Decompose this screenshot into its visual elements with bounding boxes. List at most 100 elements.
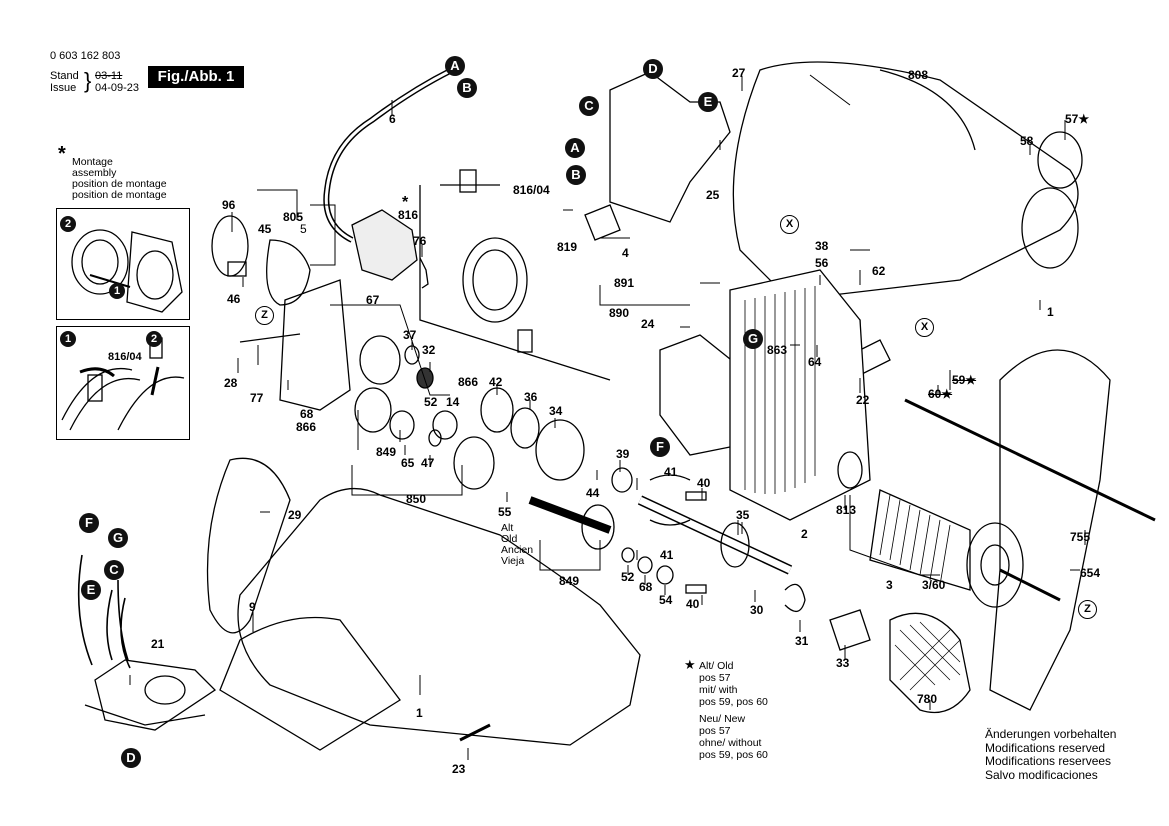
gear-housing-drawing [279,279,351,411]
part-654: 654 [1080,566,1101,580]
assembly-note-fr: position de montage [72,178,167,190]
part-64: 64 [808,355,822,369]
part-891: 891 [614,276,635,290]
part-780: 780 [917,692,938,706]
connector-e-badge-wire: E [81,580,101,600]
part-850: 850 [406,492,427,506]
brush-insert-inset-drawing [61,337,185,431]
connector-f-badge-wire: F [79,513,99,533]
connector-b-badge-switch: B [566,165,586,185]
inset-bottom-step-1: 1 [60,331,76,347]
legend-new-line-2: ohne/ without [699,737,762,749]
main-housing-drawing [732,61,1079,301]
part-816-star: * [402,194,409,211]
legend-old-line-1: pos 57 [699,672,731,684]
connector-d-badge-wire: D [121,748,141,768]
legend-old-line-3: pos 59, pos 60 [699,696,768,708]
part-1: 1 [1047,305,1054,319]
part-816-04: 816/04 [513,183,550,197]
part-27: 27 [732,66,746,80]
old-note-en: Old [501,533,518,545]
stator-drawing [729,269,871,521]
part-54: 54 [659,593,673,607]
part-805: 805 [283,210,304,224]
part-39: 39 [616,447,630,461]
brush-holder-inset-drawing [71,229,183,313]
part-37: 37 [403,328,417,342]
part-33: 33 [836,656,850,670]
connector-c-badge-wire: C [104,560,124,580]
brace-icon: } [84,68,92,93]
chuck-drawing [889,612,971,714]
part-36: 36 [524,390,538,404]
part-31: 31 [795,634,809,648]
connector-a-badge-switch: A [565,138,585,158]
old-note-de: Alt [501,522,514,534]
connector-f-badge: F [650,437,670,457]
part-2: 2 [801,527,808,541]
part-755: 755 [1070,530,1091,544]
stand-old-date: 03-11 [95,70,123,82]
connector-g-badge-wire: G [108,528,128,548]
part-65: 65 [401,456,415,470]
part-62: 62 [872,264,886,278]
reference-z-ring-2: Z [1078,600,1097,619]
issue-label: Issue [50,82,77,94]
switch-module-drawing [609,71,731,223]
armature-drawing [869,489,971,591]
legend-new-title: Neu/ New [699,713,746,725]
part-67: 67 [366,293,380,307]
part-890: 890 [609,306,630,320]
part-77: 77 [250,391,264,405]
part-5: 5 [300,222,307,236]
part-9: 9 [249,600,256,614]
inset-top-step-2: 2 [60,216,76,232]
part-47: 47 [421,456,435,470]
part-52-b: 52 [621,570,635,584]
part-23: 23 [452,762,466,776]
reference-x-ring-2: X [915,318,934,337]
part-56: 56 [815,256,829,270]
part-57: 57★ [1065,112,1090,126]
part-4: 4 [622,246,629,260]
legend-old-title: Alt/ Old [699,660,734,672]
part-29: 29 [288,508,302,522]
part-60: 60★ [928,387,953,401]
part-52: 52 [424,395,438,409]
assembly-inset-top [56,208,190,320]
part-849-b: 849 [559,574,580,588]
part-813: 813 [836,503,857,517]
inset-bottom-step-2: 2 [146,331,162,347]
modifications-notice-en: Modifications reserved [985,740,1106,755]
modifications-notice-de: Änderungen vorbehalten [985,727,1117,741]
connector-g-badge: G [743,329,763,349]
part-866-b: 866 [296,420,317,434]
part-96: 96 [222,198,236,212]
part-3-60: 3/60 [922,578,946,592]
part-40: 40 [697,476,711,490]
part-41: 41 [664,465,678,479]
part-41-b: 41 [660,548,674,562]
connector-d-badge: D [643,59,663,79]
plug-drawing [351,209,418,281]
figure-label: Fig./Abb. 1 [148,66,244,88]
side-grip-drawing [206,457,291,634]
part-32: 32 [422,343,436,357]
part-24: 24 [641,317,655,331]
part-46: 46 [227,292,241,306]
part-816: 816 [398,208,419,222]
connector-e-badge: E [698,92,718,112]
assembly-note-es: position de montage [72,189,167,201]
modifications-notice-es: Salvo modificaciones [985,767,1098,782]
legend-old-line-2: mit/ with [699,684,738,696]
part-1-b: 1 [416,706,423,720]
part-30: 30 [750,603,764,617]
old-note-fr: Ancien [501,544,534,556]
assembly-note-en: assembly [72,167,117,179]
part-863: 863 [767,343,788,357]
assembly-star-icon: * [58,143,66,165]
legend-new-line-1: pos 57 [699,725,731,737]
part-849: 849 [376,445,397,459]
legend-star-icon: ★ [684,657,696,672]
part-38: 38 [815,239,829,253]
